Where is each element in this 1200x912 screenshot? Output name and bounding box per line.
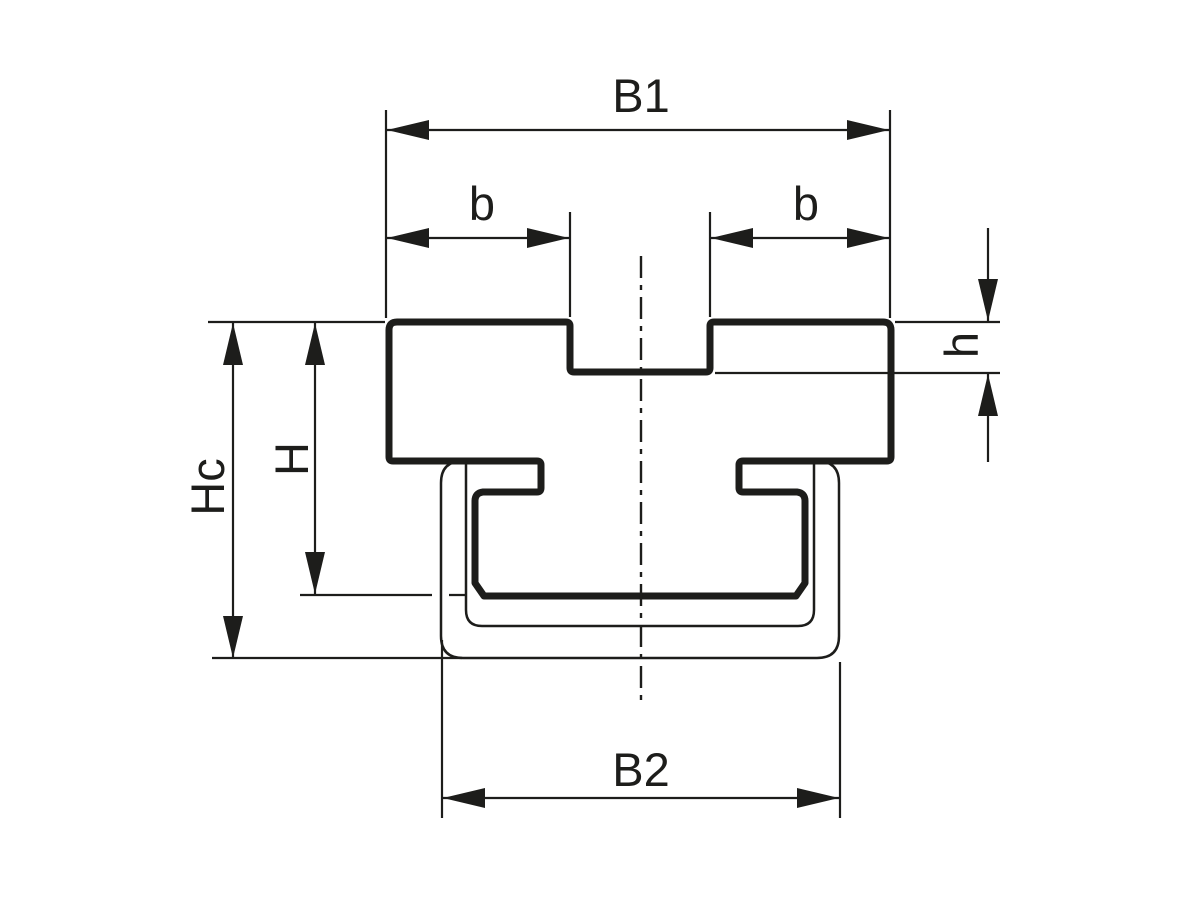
guide-profile-outline bbox=[385, 318, 895, 600]
arrow-left-icon bbox=[711, 228, 753, 248]
dimension-b-right-label: b bbox=[793, 177, 819, 230]
arrow-up-icon bbox=[978, 374, 998, 416]
dimension-h-height: H bbox=[265, 323, 325, 594]
arrow-down-icon bbox=[223, 616, 243, 658]
dimension-h-small-label: h bbox=[935, 332, 988, 358]
arrow-right-icon bbox=[797, 788, 839, 808]
arrow-left-icon bbox=[387, 228, 429, 248]
dimension-h-height-label: H bbox=[265, 442, 318, 476]
dimension-hc-label: Hc bbox=[181, 458, 234, 515]
dimension-b-left: b bbox=[387, 177, 569, 248]
dimension-b-left-label: b bbox=[469, 177, 495, 230]
dimension-b2-label: B2 bbox=[612, 743, 670, 796]
arrow-right-icon bbox=[847, 120, 889, 140]
dimension-b-right: b bbox=[711, 177, 889, 248]
arrow-down-icon bbox=[978, 279, 998, 321]
arrow-up-icon bbox=[223, 323, 243, 365]
arrow-right-icon bbox=[847, 228, 889, 248]
dimension-b1: B1 bbox=[387, 69, 889, 140]
arrow-right-icon bbox=[527, 228, 569, 248]
arrow-up-icon bbox=[305, 323, 325, 365]
dimension-h-small: h bbox=[935, 228, 998, 462]
dimension-hc: Hc bbox=[181, 323, 243, 658]
dimension-b2: B2 bbox=[443, 743, 839, 808]
extension-lines bbox=[208, 110, 1000, 818]
arrow-left-icon bbox=[443, 788, 485, 808]
arrow-left-icon bbox=[387, 120, 429, 140]
arrow-down-icon bbox=[305, 552, 325, 594]
dimension-b1-label: B1 bbox=[612, 69, 670, 122]
